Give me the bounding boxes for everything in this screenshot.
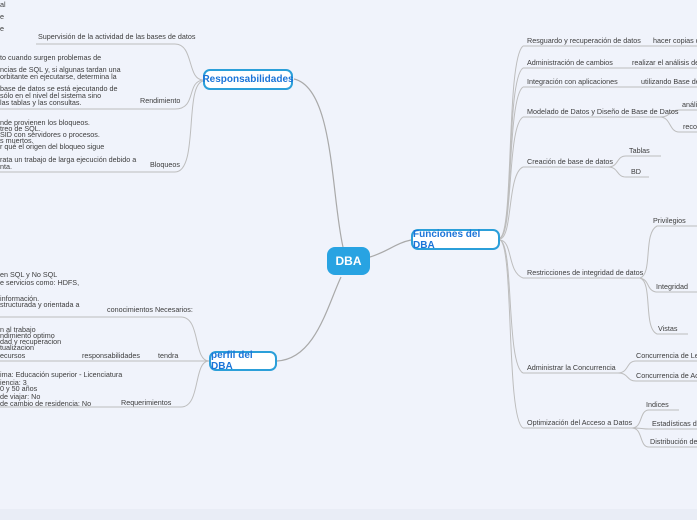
funcion-child-label[interactable]: reco — [683, 122, 697, 131]
funcion-item-label[interactable]: Creación de base de datos — [527, 157, 613, 166]
note-line[interactable]: ncias de SQL y, si algunas tardan una — [0, 65, 121, 74]
branch-node-responsabilidades[interactable]: Responsabilidades — [202, 69, 294, 90]
note-line[interactable]: treo de SQL. — [0, 124, 41, 133]
note-line[interactable]: orbitante en ejecutarse, determina la — [0, 72, 117, 81]
note-line[interactable]: las tablas y las consultas. — [0, 98, 82, 107]
note-line[interactable]: structurada y orientada a — [0, 300, 80, 309]
note-line[interactable]: rata un trabajo de larga ejecución debid… — [0, 155, 137, 164]
funcion-child-label[interactable]: Concurrencia de Lectur — [636, 351, 697, 360]
branch-node-perfil-del-dba[interactable]: perfil del DBA — [209, 350, 277, 372]
funcion-child-label[interactable]: Tablas — [629, 146, 650, 155]
funcion-item-label[interactable]: Integración con aplicaciones — [527, 77, 618, 86]
cutoff-text-fragment[interactable]: al — [0, 0, 6, 9]
note-line[interactable]: base de datos se está ejecutando de — [0, 84, 118, 93]
note-line[interactable]: ndimiento optimo — [0, 331, 55, 340]
funcion-item-label[interactable]: Optimización del Acceso a Datos — [527, 418, 633, 427]
branch-node-funciones-del-dba[interactable]: Funciones del DBA — [411, 229, 500, 251]
funcion-child-label[interactable]: utilizando Base de dato — [641, 77, 697, 86]
funcion-child-label[interactable]: análi — [682, 100, 697, 109]
node-label-tendra[interactable]: tendra — [158, 351, 179, 360]
node-label-responsabilidades-sub[interactable]: responsabilidades — [82, 351, 140, 360]
funcion-item-label[interactable]: Administración de cambios — [527, 58, 613, 67]
note-line[interactable]: iencia: 3 — [0, 378, 27, 387]
note-line[interactable]: de viajar: No — [0, 392, 41, 401]
funcion-child-label[interactable]: Estadísticas de act — [652, 419, 697, 428]
note-line[interactable]: n al trabajo — [0, 325, 36, 334]
funcion-child-label[interactable]: hacer copias de — [653, 36, 697, 45]
funcion-child-label[interactable]: realizar el análisis de im — [632, 58, 697, 67]
note-line[interactable]: ima: Educación superior - Licenciatura — [0, 370, 123, 379]
node-label-requerimientos[interactable]: Requerimientos — [121, 398, 172, 407]
note-line[interactable]: s muertos. — [0, 136, 34, 145]
funcion-child-label[interactable]: Vistas — [658, 324, 678, 333]
root-node-dba[interactable]: DBA — [327, 247, 370, 275]
note-line[interactable]: tualizacion — [0, 343, 34, 352]
funcion-child-label[interactable]: Integridad — [656, 282, 688, 291]
node-label-bloqueos[interactable]: Bloqueos — [150, 160, 180, 169]
node-label-supervision[interactable]: Supervisión de la actividad de las bases… — [38, 32, 196, 41]
cutoff-text-fragment[interactable]: e — [0, 24, 4, 33]
funcion-child-label[interactable]: Privilegios — [653, 216, 686, 225]
note-line[interactable]: dad y recuperacion — [0, 337, 62, 346]
note-line[interactable]: en SQL y No SQL — [0, 270, 58, 279]
note-line[interactable]: SID con servidores o procesos. — [0, 130, 100, 139]
note-line[interactable]: 0 y 50 años — [0, 384, 38, 393]
funcion-item-label[interactable]: Resguardo y recuperación de datos — [527, 36, 641, 45]
funcion-item-label[interactable]: Restricciones de integridad de datos — [527, 268, 644, 277]
cutoff-text-fragment[interactable]: e — [0, 12, 4, 21]
note-line[interactable]: r qué el origen del bloqueo sigue — [0, 142, 105, 151]
node-label-rendimiento[interactable]: Rendimiento — [140, 96, 181, 105]
note-line[interactable]: información. — [0, 294, 40, 303]
bottom-strip — [0, 509, 697, 520]
note-line[interactable]: sólo en el nivel del sistema sino — [0, 91, 102, 100]
funcion-child-label[interactable]: Distribución de dat — [650, 437, 697, 446]
funcion-item-label[interactable]: Modelado de Datos y Diseño de Base de Da… — [527, 107, 679, 116]
note-line[interactable]: nde provienen los bloqueos. — [0, 118, 90, 127]
note-line[interactable]: nta. — [0, 162, 12, 171]
funcion-item-label[interactable]: Administrar la Concurrencia — [527, 363, 616, 372]
funcion-child-label[interactable]: BD — [631, 167, 641, 176]
note-line[interactable]: de cambio de residencia: No — [0, 399, 92, 408]
funcion-child-label[interactable]: Concurrencia de Actual — [636, 371, 697, 380]
note-line[interactable]: e servicios como: HDFS, — [0, 278, 80, 287]
note-line[interactable]: to cuando surgen problemas de — [0, 53, 102, 62]
node-label-conocimientos[interactable]: conocimientos Necesarios: — [107, 305, 193, 314]
funcion-child-label[interactable]: Indices — [646, 400, 669, 409]
note-line[interactable]: ecursos — [0, 351, 26, 360]
